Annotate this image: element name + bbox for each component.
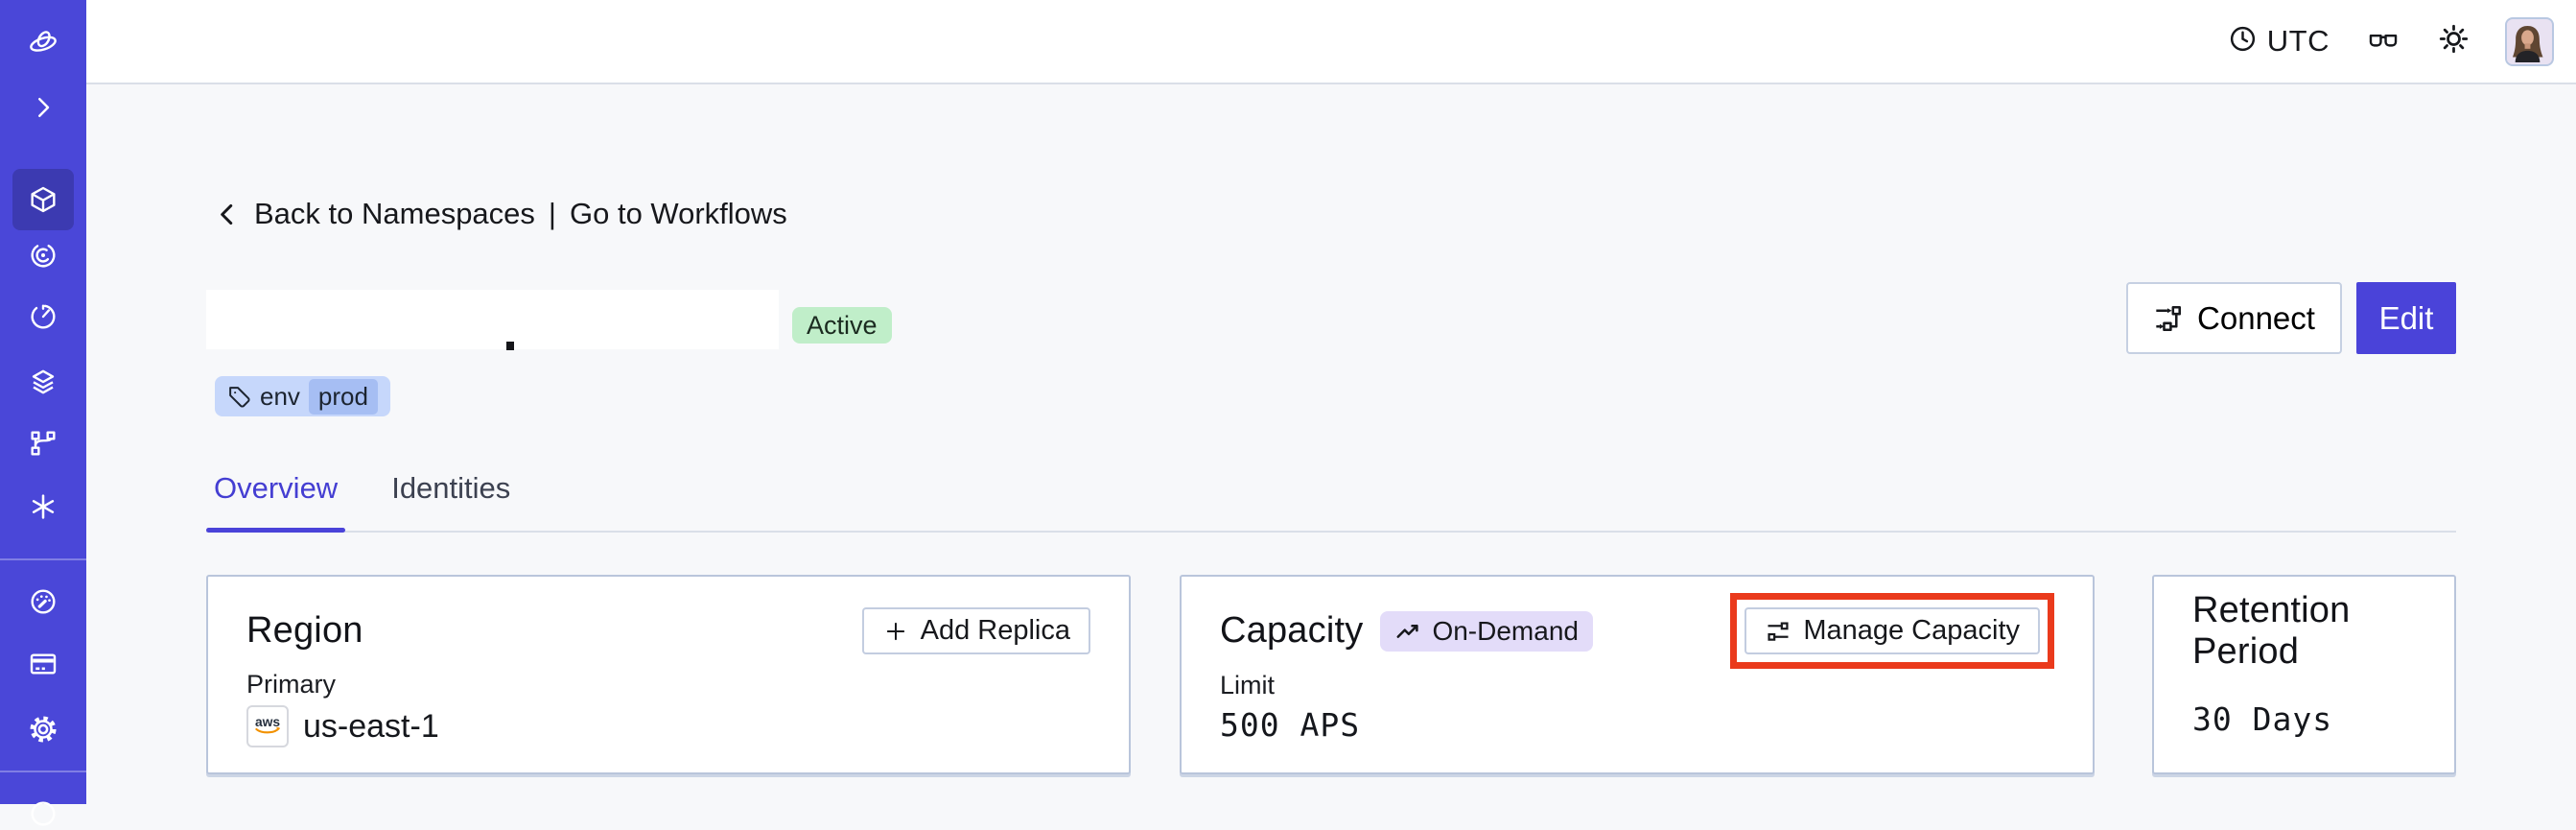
labs-toggle[interactable] [2364, 23, 2402, 60]
sidebar-divider [0, 558, 86, 560]
timezone-label: UTC [2266, 24, 2330, 58]
plus-icon [882, 618, 909, 645]
sidebar-item-usage[interactable] [27, 585, 59, 618]
sidebar-item-namespaces[interactable] [27, 183, 59, 216]
annotation-highlight-box: Manage Capacity [1730, 593, 2054, 669]
connect-button[interactable]: Connect [2126, 282, 2342, 354]
on-demand-badge-label: On-Demand [1432, 615, 1579, 646]
sidebar-item-deployments[interactable] [27, 366, 59, 398]
tab-identities[interactable]: Identities [391, 471, 511, 505]
trending-up-icon [1394, 617, 1423, 646]
back-chevron-icon [213, 200, 243, 229]
region-value: us-east-1 [303, 707, 439, 745]
manage-capacity-button[interactable]: Manage Capacity [1745, 607, 2040, 654]
sidebar-item-schedules[interactable] [27, 300, 59, 333]
status-badge-label: Active [807, 310, 878, 340]
overview-cards: Region Add Replica Primary aws us-east-1 [206, 575, 2456, 774]
sliders-icon [1765, 618, 1791, 645]
capacity-card-title: Capacity [1220, 610, 1364, 651]
redaction-artifact [506, 342, 514, 350]
clock-icon [2228, 24, 2258, 59]
namespace-tag-chip: env prod [215, 376, 390, 416]
retention-card-title: Retention Period [2192, 589, 2351, 672]
temporal-logo-icon[interactable] [27, 27, 59, 59]
user-avatar[interactable] [2505, 16, 2554, 66]
timezone-selector[interactable]: UTC [2228, 24, 2330, 59]
sun-icon [2437, 22, 2471, 60]
status-badge: Active [792, 307, 892, 344]
limit-label: Limit [1220, 671, 1276, 700]
capacity-card: Capacity On-Demand [1180, 575, 2095, 774]
breadcrumb-separator: | [548, 197, 556, 230]
sidebar-item-settings[interactable] [27, 713, 59, 746]
on-demand-badge: On-Demand [1380, 610, 1593, 652]
top-bar: UTC [86, 0, 2576, 84]
add-replica-button[interactable]: Add Replica [861, 607, 1090, 654]
sidebar-item-nexus[interactable] [27, 490, 59, 523]
back-to-namespaces-link[interactable]: Back to Namespaces [254, 197, 535, 230]
sidebar-divider [0, 771, 86, 772]
region-card: Region Add Replica Primary aws us-east-1 [206, 575, 1131, 774]
breadcrumb: Back to Namespaces | Go to Workflows [213, 192, 787, 236]
manage-capacity-label: Manage Capacity [1803, 615, 2020, 646]
retention-card: Retention Period 30 Days [2152, 575, 2456, 774]
namespace-title-redacted [206, 290, 779, 349]
primary-label: Primary [246, 670, 336, 699]
retention-value: 30 Days [2192, 700, 2333, 738]
sidebar [0, 0, 86, 826]
edit-button-label: Edit [2378, 299, 2434, 336]
tag-value: prod [308, 378, 378, 415]
sidebar-item-account[interactable] [27, 797, 59, 830]
sidebar-item-workflows[interactable] [27, 239, 59, 272]
go-to-workflows-link[interactable]: Go to Workflows [569, 197, 787, 230]
theme-toggle[interactable] [2437, 22, 2471, 60]
glasses-icon [2364, 23, 2402, 60]
sidebar-item-billing[interactable] [27, 648, 59, 680]
aws-logo: aws [246, 705, 289, 747]
sidebar-item-batch-operations[interactable] [27, 427, 59, 460]
tab-overview[interactable]: Overview [206, 462, 346, 533]
capacity-limit-value: 500 APS [1220, 706, 1361, 744]
tag-icon [227, 385, 251, 409]
connect-icon [2153, 303, 2184, 334]
edit-button[interactable]: Edit [2356, 282, 2456, 354]
aws-logo-text: aws [255, 714, 280, 729]
connect-button-label: Connect [2197, 299, 2315, 336]
region-card-title: Region [246, 610, 363, 651]
tag-key: env [260, 381, 300, 411]
add-replica-label: Add Replica [920, 615, 1070, 646]
tab-bar: Overview Identities [206, 462, 2456, 533]
expand-sidebar-icon[interactable] [27, 91, 59, 124]
